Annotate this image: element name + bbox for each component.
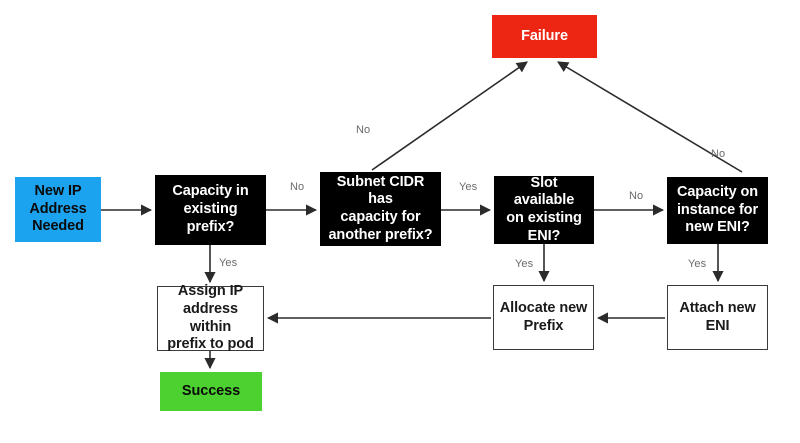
edge-label-no-slot-available: No: [629, 190, 644, 202]
node-label: Slot available on existing ENI?: [506, 174, 582, 244]
node-attach-new-eni[interactable]: Attach new ENI: [667, 285, 768, 350]
node-label: Attach new ENI: [679, 299, 756, 334]
edge-label-no-capacity-prefix: No: [290, 181, 305, 193]
node-capacity-in-existing-prefix[interactable]: Capacity in existing prefix?: [155, 175, 266, 245]
node-slot-available-on-existing-eni[interactable]: Slot available on existing ENI?: [494, 174, 594, 244]
edge-label-yes-slot-available: Yes: [515, 258, 534, 270]
edge-label-yes-subnet-cidr: Yes: [459, 181, 478, 193]
node-failure[interactable]: Failure: [492, 15, 597, 58]
node-label: Subnet CIDR has capacity for another pre…: [328, 173, 433, 243]
node-label: New IP Address Needed: [29, 182, 87, 235]
node-allocate-new-prefix[interactable]: Allocate new Prefix: [493, 285, 594, 350]
edge-label-yes-capacity-instance: Yes: [688, 258, 707, 270]
node-assign-ip-address-within-prefix-to-pod[interactable]: Assign IP address within prefix to pod: [157, 283, 264, 353]
node-label: Failure: [521, 27, 568, 44]
node-label: Allocate new Prefix: [499, 299, 588, 334]
node-label: Capacity on instance for new ENI?: [676, 183, 759, 236]
node-label: Capacity in existing prefix?: [172, 183, 249, 235]
edge-label-no-capacity-instance: No: [711, 148, 726, 160]
edge-subnet-cidr-to-failure: [371, 61, 528, 171]
node-capacity-on-instance-for-new-eni[interactable]: Capacity on instance for new ENI?: [667, 177, 768, 244]
edge-label-no-subnet-cidr: No: [356, 124, 371, 136]
edge-label-yes-capacity-prefix: Yes: [219, 257, 238, 269]
node-success[interactable]: Success: [160, 372, 262, 411]
node-label: Success: [181, 382, 241, 399]
node-new-ip-address-needed[interactable]: New IP Address Needed: [15, 177, 101, 242]
node-subnet-cidr-has-capacity[interactable]: Subnet CIDR has capacity for another pre…: [320, 172, 441, 246]
node-label: Assign IP address within prefix to pod: [167, 283, 254, 353]
